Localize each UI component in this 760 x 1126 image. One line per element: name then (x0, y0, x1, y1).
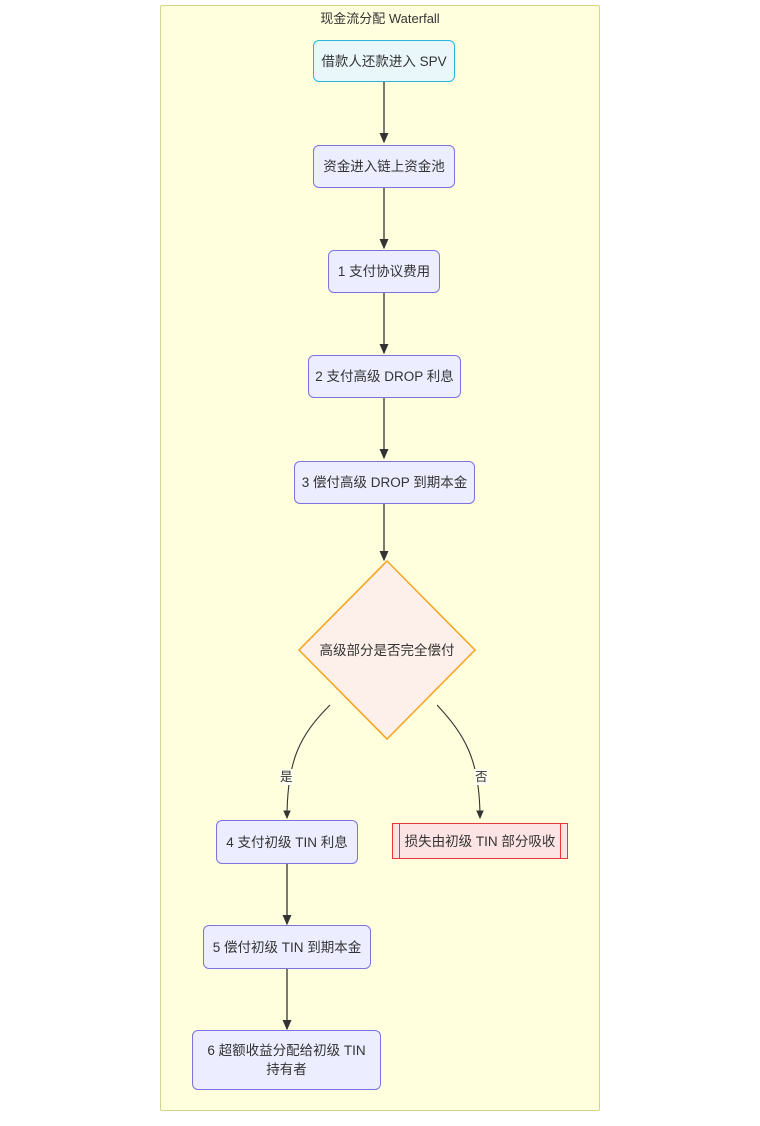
decision-label: 高级部分是否完全偿付 (319, 642, 455, 658)
diamond-shape (298, 560, 476, 740)
node-step2-drop-interest[interactable]: 2 支付高级 DROP 利息 (308, 355, 461, 398)
edge-label-no: 否 (474, 769, 489, 785)
node-borrower-repayment-spv[interactable]: 借款人还款进入 SPV (313, 40, 455, 82)
node-decision-senior-fully-repaid[interactable]: 高级部分是否完全偿付 (298, 560, 476, 740)
node-loss-absorbed-by-tin[interactable]: 损失由初级 TIN 部分吸收 (392, 823, 568, 859)
edge-decision-no-to-loss (436, 704, 484, 820)
edge-label-yes: 是 (279, 769, 294, 785)
diagram-title: 现金流分配 Waterfall (320, 11, 440, 26)
edge-decision-yes-to-step4 (283, 704, 331, 820)
node-step5-tin-principal[interactable]: 5 偿付初级 TIN 到期本金 (203, 925, 371, 969)
node-step3-drop-principal[interactable]: 3 偿付高级 DROP 到期本金 (294, 461, 475, 504)
node-onchain-pool[interactable]: 资金进入链上资金池 (313, 145, 455, 188)
node-step1-protocol-fee[interactable]: 1 支付协议费用 (328, 250, 440, 293)
node-step6-excess-to-tin-holders[interactable]: 6 超额收益分配给初级 TIN 持有者 (192, 1030, 381, 1090)
node-step4-tin-interest[interactable]: 4 支付初级 TIN 利息 (216, 820, 358, 864)
